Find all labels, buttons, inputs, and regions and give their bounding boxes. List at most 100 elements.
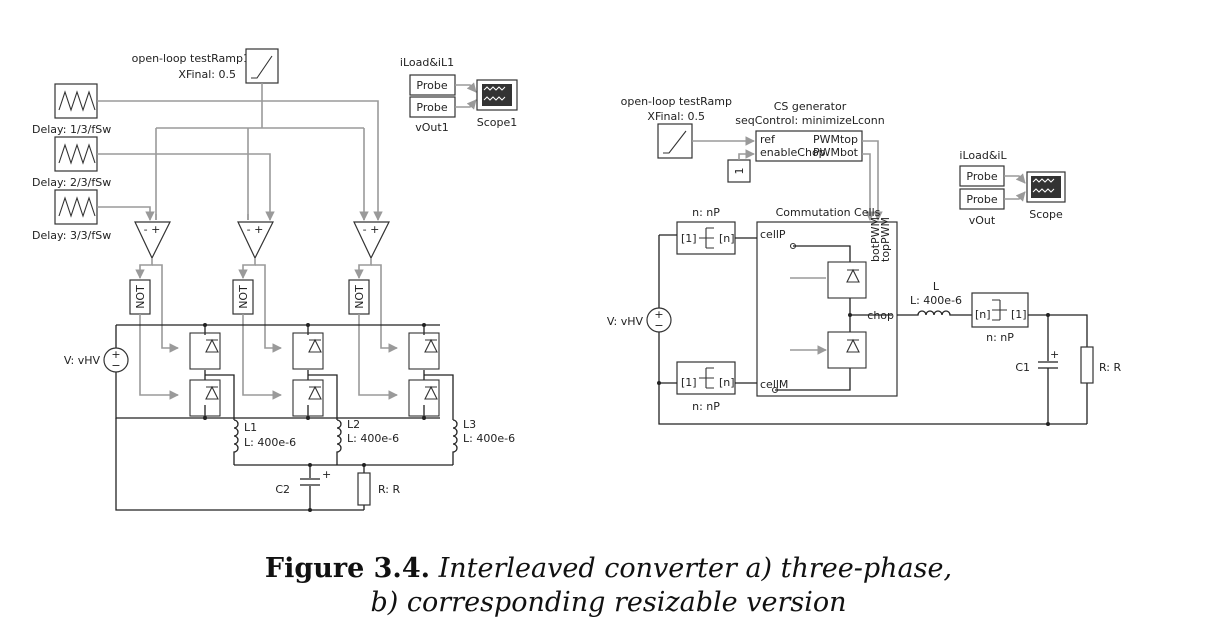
inductor-value-b: L: 400e-6 [910, 294, 962, 307]
carrier-1-label: Delay: 1/3/fSw [32, 123, 111, 136]
svg-text:Probe: Probe [416, 101, 447, 114]
comparator-1[interactable]: - + [134, 221, 171, 260]
comparator-3[interactable]: - + [353, 221, 390, 260]
capacitor-c2[interactable]: + [300, 468, 331, 486]
cs-generator-block[interactable]: ref enableChop PWMtop PWMbot [755, 130, 863, 162]
not-gate-3[interactable]: NOT [348, 279, 370, 315]
carrier-2-label: Delay: 2/3/fSw [32, 176, 111, 189]
leg-3[interactable] [408, 323, 454, 420]
svg-text:+: + [111, 348, 120, 361]
figure-a: open-loop testRamp1 XFinal: 0.5 iLoad&iL… [32, 48, 518, 512]
inductor-b[interactable] [897, 310, 972, 316]
resistor-r-b[interactable] [1080, 346, 1094, 384]
carrier-1[interactable] [54, 83, 98, 119]
svg-text:[n]: [n] [719, 376, 735, 389]
inductor-l1-value: L: 400e-6 [244, 436, 296, 449]
inductor-l2[interactable] [336, 419, 342, 465]
bus-selector-bottom[interactable]: [1] [n] [676, 361, 736, 395]
leg-1[interactable] [189, 323, 235, 420]
carrier-3[interactable] [54, 189, 98, 225]
constant-block[interactable]: 1 [727, 159, 751, 183]
probe-top[interactable]: Probe [409, 74, 456, 96]
svg-text:- +: - + [247, 223, 264, 236]
svg-text:topPWM: topPWM [879, 217, 892, 262]
svg-text:cellM: cellM [760, 378, 788, 391]
inductor-l3-value: L: 400e-6 [463, 432, 515, 445]
np-label-bottom: n: nP [692, 400, 720, 413]
svg-text:[n]: [n] [975, 308, 991, 321]
svg-text:NOT: NOT [353, 285, 366, 309]
inductor-l2-value: L: 400e-6 [347, 432, 399, 445]
resistor-r-a[interactable] [357, 472, 371, 506]
probe-caption-b: vOut [969, 214, 996, 227]
svg-text:- +: - + [363, 223, 380, 236]
inductor-l1[interactable] [233, 419, 239, 465]
svg-text:PWMbot: PWMbot [813, 146, 859, 159]
ramp-label-b: open-loop testRamp [621, 95, 732, 108]
capacitor-c2-label: C2 [275, 483, 290, 496]
leg-2[interactable] [292, 323, 338, 420]
scope-label-b: Scope [1029, 208, 1063, 221]
svg-text:botPWM: botPWM [869, 217, 882, 262]
not-gate-1[interactable]: NOT [129, 279, 151, 315]
bus-selector-top[interactable]: [1] [n] [676, 221, 736, 255]
svg-text:[1]: [1] [681, 376, 697, 389]
commutation-cells-block[interactable]: botPWM topPWM cellP cellM chop [756, 217, 898, 397]
not-gate-2[interactable]: NOT [232, 279, 254, 315]
resistor-label-a: R: R [378, 483, 401, 496]
carrier-3-label: Delay: 3/3/fSw [32, 229, 111, 242]
inductor-name-b: L [933, 280, 940, 293]
ramp-block-b[interactable] [657, 123, 693, 159]
svg-text:ref: ref [760, 133, 776, 146]
source-label-b: V: vHV [607, 315, 644, 328]
caption-line-2: b) corresponding resizable version [370, 587, 847, 618]
capacitor-c1-label: C1 [1015, 361, 1030, 374]
svg-text:PWMtop: PWMtop [813, 133, 858, 146]
bus-selector-right[interactable]: [n] [1] [971, 292, 1029, 328]
svg-text:[1]: [1] [1011, 308, 1027, 321]
ramp-block[interactable] [245, 48, 279, 84]
scope-label: Scope1 [477, 116, 518, 129]
capacitor-c1[interactable]: + [1038, 348, 1059, 369]
svg-text:[n]: [n] [719, 232, 735, 245]
svg-text:[1]: [1] [681, 232, 697, 245]
svg-text:+: + [322, 468, 331, 481]
voltage-source-b[interactable]: + − [646, 307, 672, 333]
svg-text:cellP: cellP [760, 228, 786, 241]
probe-group-label: iLoad&iL1 [400, 56, 454, 69]
svg-text:1: 1 [733, 168, 746, 175]
inductor-l2-name: L2 [347, 418, 360, 431]
scope-icon-b[interactable] [1026, 171, 1066, 203]
generator-title: CS generator [774, 100, 847, 113]
probe-group-label-b: iLoad&iL [959, 149, 1007, 162]
probe-top-b[interactable]: Probe [959, 165, 1005, 187]
ramp-param-b: XFinal: 0.5 [647, 110, 705, 123]
svg-text:enableChop: enableChop [760, 146, 826, 159]
ramp-label: open-loop testRamp1 [132, 52, 250, 65]
ramp-param: XFinal: 0.5 [178, 68, 236, 81]
figure-b: open-loop testRamp XFinal: 0.5 CS genera… [607, 95, 1122, 426]
figure-caption: Figure 3.4. Interleaved converter a) thr… [0, 552, 1217, 620]
voltage-source-a[interactable]: + − [103, 347, 129, 373]
carrier-2[interactable] [54, 136, 98, 172]
scope-icon[interactable] [476, 79, 518, 111]
svg-text:Probe: Probe [966, 170, 997, 183]
probe-bottom-b[interactable]: Probe [959, 188, 1005, 210]
circuit-diagrams: open-loop testRamp1 XFinal: 0.5 iLoad&iL… [32, 48, 1122, 512]
svg-text:NOT: NOT [134, 285, 147, 309]
probe-bottom[interactable]: Probe [409, 96, 456, 118]
inductor-l3[interactable] [452, 419, 458, 465]
generator-subtitle: seqControl: minimizeLconn [735, 114, 884, 127]
np-label-top: n: nP [692, 206, 720, 219]
cells-title: Commutation Cells [776, 206, 881, 219]
probe-caption: vOut1 [415, 121, 448, 134]
comparator-2[interactable]: - + [237, 221, 274, 260]
caption-line-1: Interleaved converter a) three-phase, [438, 553, 953, 584]
svg-text:+: + [654, 308, 663, 321]
resistor-label-b: R: R [1099, 361, 1122, 374]
svg-text:Probe: Probe [966, 193, 997, 206]
svg-text:−: − [111, 359, 120, 372]
inductor-l3-name: L3 [463, 418, 476, 431]
caption-figure-number: Figure 3.4. [264, 553, 431, 584]
svg-text:- +: - + [144, 223, 161, 236]
